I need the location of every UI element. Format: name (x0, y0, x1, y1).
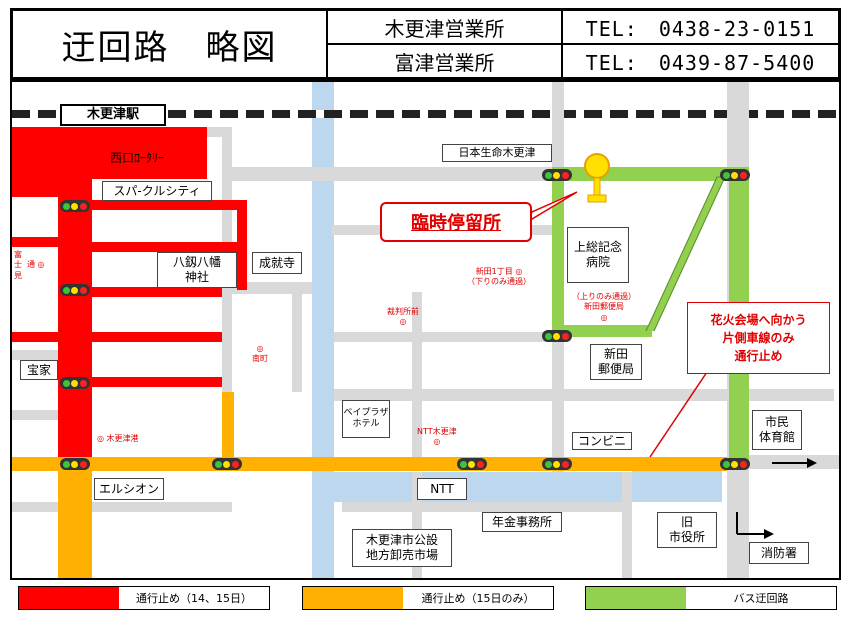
closure-orange (222, 392, 234, 462)
ntt-building: NTT (417, 478, 467, 500)
road (334, 332, 564, 342)
kazusa-hospital: 上総記念 病院 (567, 227, 629, 283)
road (342, 502, 632, 512)
closure-notice: 花火会場へ向かう 片側車線のみ 通行止め (687, 302, 830, 374)
bayplaza-hotel: ベイプラザ ホテル (342, 400, 390, 438)
header-table: 迂回路 略図 木更津営業所 富津営業所 TEL: 0438-23-0151 TE… (10, 8, 841, 80)
closure-red (92, 200, 247, 210)
river (312, 82, 334, 578)
closure-red (92, 377, 222, 387)
road (12, 410, 72, 420)
stop-shinden-post: （上りのみ通過） 新田郵便局 ◎ (572, 292, 636, 322)
stop-shinden-1chome: 新田1丁目 ◎ （下りのみ通過） (467, 267, 531, 287)
stop-ntt-kisarazu: NTT木更津 ◎ (417, 427, 457, 447)
closure-red (12, 127, 58, 187)
east-arrow-icon (772, 458, 817, 468)
closure-red (12, 187, 58, 197)
legend-red-swatch (19, 587, 119, 609)
map-arrows (525, 191, 817, 539)
detour-green (552, 167, 564, 337)
office-name-kisarazu: 木更津営業所 (327, 10, 562, 44)
detour-map: 西口ﾛｰﾀﾘｰ スパ-クルシティ 八釼八幡 神社 成就寺 日本生命木更津 上総記… (10, 80, 841, 580)
legend-green-swatch (586, 587, 686, 609)
shinden-post-office: 新田 郵便局 (590, 344, 642, 380)
traffic-signal-icon (60, 377, 90, 389)
temp-stop-pointer (525, 191, 578, 224)
road (12, 350, 72, 360)
konbini: コンビニ (572, 432, 632, 450)
closure-red (12, 237, 58, 247)
old-city-hall: 旧 市役所 (657, 512, 717, 548)
south-east-arrow-icon (736, 512, 774, 539)
road (222, 292, 232, 392)
closure-orange (58, 462, 92, 578)
closure-red (92, 287, 222, 297)
traffic-signal-icon (542, 330, 572, 342)
traffic-signal-icon (720, 169, 750, 181)
shimin-gym: 市民 体育館 (752, 410, 802, 450)
sparkle-city: スパ-クルシティ (102, 181, 212, 201)
stop-fujimi-mark: 通 ◎ (27, 260, 45, 269)
traffic-signal-icon (720, 458, 750, 470)
road (412, 472, 422, 578)
kisarazu-station: 木更津駅 (60, 104, 166, 126)
takarake: 宝家 (20, 360, 58, 380)
nenkin-office: 年金事務所 (482, 512, 562, 532)
stop-saibansho-mae: 裁判所前 ◎ (387, 307, 419, 327)
page-title: 迂回路 略図 (12, 10, 327, 78)
fire-station: 消防署 (749, 542, 809, 564)
stop-minamicho: ◎ 南町 (252, 344, 268, 364)
legend-red-label: 通行止め（14、15日） (136, 592, 252, 605)
traffic-signal-icon (60, 458, 90, 470)
legend-red: 通行止め（14、15日） (18, 586, 270, 610)
traffic-signal-icon (60, 284, 90, 296)
legend-orange: 通行止め（15日のみ） (302, 586, 554, 610)
legend-orange-swatch (303, 587, 403, 609)
tel-futtsu: TEL: 0439-87-5400 (562, 44, 839, 78)
road (622, 472, 632, 578)
traffic-signal-icon (542, 458, 572, 470)
detour-green (552, 325, 652, 337)
stop-fujimi: 富 士 見 (14, 250, 22, 280)
wholesale-market: 木更津市公設 地方卸売市場 (352, 529, 452, 567)
temp-stop-callout: 臨時停留所 (380, 202, 532, 242)
closure-red (92, 332, 222, 342)
stop-kisarazu-ko: ◎ 木更津港 (97, 434, 139, 443)
elsion: エルシオン (94, 478, 164, 500)
road (92, 502, 232, 512)
road (334, 389, 834, 401)
nihon-seimei: 日本生命木更津 (442, 144, 552, 162)
closure-red (92, 242, 247, 252)
traffic-signal-icon (60, 200, 90, 212)
road (12, 502, 72, 512)
closure-red (12, 332, 58, 342)
traffic-signal-icon (212, 458, 242, 470)
temp-bus-stop-icon (584, 153, 610, 203)
railway (12, 110, 839, 118)
traffic-signal-icon (457, 458, 487, 470)
legend-green-label: バス迂回路 (733, 592, 789, 605)
road (292, 292, 302, 392)
tel-kisarazu: TEL: 0438-23-0151 (562, 10, 839, 44)
jojuji-temple: 成就寺 (252, 252, 302, 274)
traffic-signal-icon (542, 169, 572, 181)
legend-green: バス迂回路 (585, 586, 837, 610)
yasaka-shrine: 八釼八幡 神社 (157, 252, 237, 288)
office-name-futtsu: 富津営業所 (327, 44, 562, 78)
road (232, 167, 552, 181)
nishiguchi-rotary: 西口ﾛｰﾀﾘｰ (72, 147, 202, 169)
notice-pointer (649, 371, 708, 458)
legend-orange-label: 通行止め（15日のみ） (421, 592, 535, 605)
road (412, 292, 422, 462)
